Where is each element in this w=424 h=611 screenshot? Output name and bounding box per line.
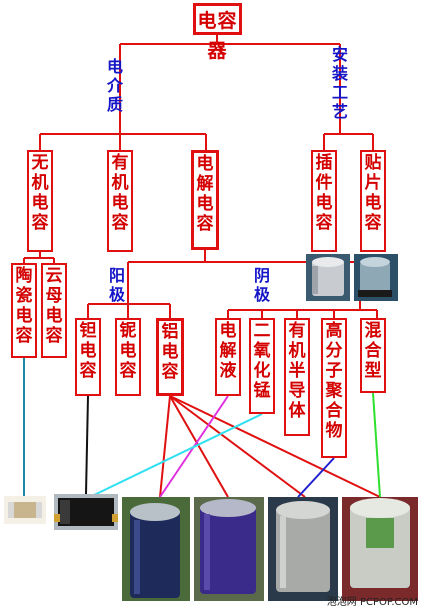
watermark: 泡泡网 PCPOP.COM xyxy=(326,597,418,608)
tantalum-chip-photo xyxy=(54,494,118,530)
node-niobium-label: 铌电容 xyxy=(119,321,137,381)
node-organic-label: 有机电容 xyxy=(111,153,129,233)
branch-mounting: 安装工艺 xyxy=(331,45,348,121)
node-hybrid: 混合型 xyxy=(360,318,386,393)
node-aluminum-label: 铝电容 xyxy=(161,322,179,382)
photo-links xyxy=(23,358,381,498)
node-through-hole: 插件电容 xyxy=(311,150,337,252)
node-ceramic: 陶瓷电容 xyxy=(11,263,37,358)
root-node: 电容器 xyxy=(193,3,242,62)
node-polymer: 高分子聚合物 xyxy=(321,318,347,458)
node-organic-semiconductor-label: 有机半导体 xyxy=(288,321,306,421)
node-hybrid-label: 混合型 xyxy=(364,321,382,381)
tree-connectors xyxy=(23,33,378,318)
branch-cathode: 阴极 xyxy=(253,266,270,304)
node-through-hole-label: 插件电容 xyxy=(315,153,333,233)
polymer-capacitor-photo xyxy=(194,497,264,601)
node-tantalum-label: 钽电容 xyxy=(79,321,97,381)
branch-dielectric: 电介质 xyxy=(106,57,123,114)
node-ceramic-label: 陶瓷电容 xyxy=(15,266,33,346)
node-electrolyte: 电解液 xyxy=(215,318,241,396)
hybrid-capacitor-photo xyxy=(342,497,418,601)
node-mica: 云母电容 xyxy=(41,263,67,358)
node-smd-label: 贴片电容 xyxy=(364,153,382,233)
node-smd: 贴片电容 xyxy=(360,150,386,252)
node-mno2-label: 二氧化锰 xyxy=(253,321,271,401)
node-organic: 有机电容 xyxy=(107,150,133,252)
node-inorganic: 无机电容 xyxy=(27,150,53,252)
node-aluminum: 铝电容 xyxy=(156,318,184,396)
node-niobium: 铌电容 xyxy=(115,318,141,396)
node-electrolytic: 电解电容 xyxy=(191,150,219,250)
branch-anode: 阳极 xyxy=(108,266,125,304)
ceramic-chip-photo xyxy=(4,496,46,524)
node-polymer-label: 高分子聚合物 xyxy=(325,321,343,441)
node-mica-label: 云母电容 xyxy=(45,266,63,346)
node-electrolytic-label: 电解电容 xyxy=(196,154,214,234)
root-label: 电容器 xyxy=(197,10,238,62)
solid-capacitor-photo xyxy=(268,497,338,601)
node-organic-semiconductor: 有机半导体 xyxy=(284,318,310,436)
node-mno2: 二氧化锰 xyxy=(249,318,275,414)
smd-capacitor-photo xyxy=(354,254,398,301)
node-electrolyte-label: 电解液 xyxy=(219,321,237,381)
radial-capacitor-photo xyxy=(306,254,350,301)
node-inorganic-label: 无机电容 xyxy=(31,153,49,233)
node-tantalum: 钽电容 xyxy=(75,318,101,396)
aluminum-electrolytic-photo xyxy=(122,497,190,601)
